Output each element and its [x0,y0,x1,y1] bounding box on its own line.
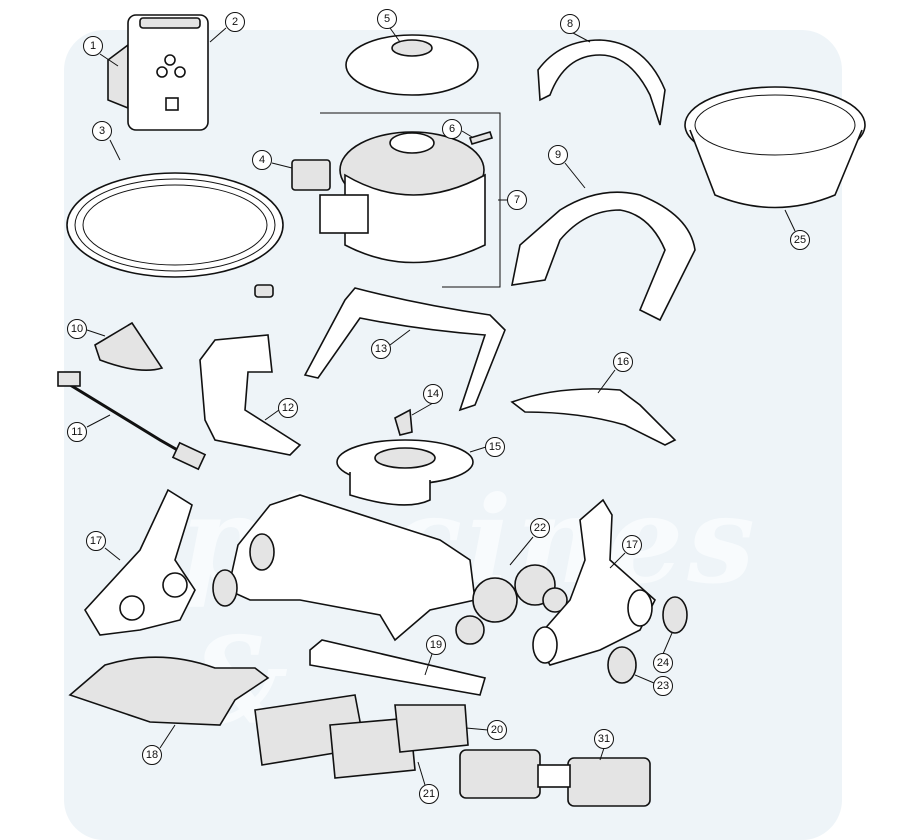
part-25 [684,86,866,209]
part-power-supply [107,14,209,131]
callout-19: 19 [426,635,446,655]
callout-13: 13 [371,339,391,359]
part-4 [291,159,331,191]
callout-16: 16 [613,352,633,372]
part-18 [68,656,270,726]
part-8 [537,39,666,126]
callout-17-left: 17 [86,531,106,551]
part-6 [468,131,494,145]
callout-7: 7 [507,190,527,210]
part-floating-cable [66,172,284,298]
callout-25: 25 [790,230,810,250]
callout-9: 9 [548,145,568,165]
callout-20: 20 [487,720,507,740]
callout-23: 23 [653,676,673,696]
callout-10: 10 [67,319,87,339]
part-15 [336,439,474,506]
part-24 [662,596,688,634]
part-13 [303,287,506,412]
callout-22: 22 [530,518,550,538]
part-16 [510,388,677,446]
callout-15: 15 [485,437,505,457]
part-chassis [212,494,476,642]
part-9 [510,191,696,322]
part-17-right [534,498,656,666]
callout-4: 4 [252,150,272,170]
part-22 [455,564,568,645]
callout-17-right: 17 [622,535,642,555]
part-19 [309,639,487,696]
part-10 [94,321,164,372]
callout-21: 21 [419,784,439,804]
callout-24: 24 [653,653,673,673]
callout-11: 11 [67,422,87,442]
part-5 [345,34,479,96]
callout-5: 5 [377,9,397,29]
part-11-plug [57,371,81,387]
callout-8: 8 [560,14,580,34]
part-11 [61,378,196,462]
part-motor [319,131,486,264]
part-17-left [84,488,196,636]
callout-31: 31 [594,729,614,749]
part-23 [607,646,637,684]
callout-2: 2 [225,12,245,32]
callout-14: 14 [423,384,443,404]
callout-12: 12 [278,398,298,418]
callout-6: 6 [442,119,462,139]
callout-3: 3 [92,121,112,141]
part-12 [199,334,302,456]
part-14 [394,408,413,436]
callout-18: 18 [142,745,162,765]
callout-1: 1 [83,36,103,56]
part-brushes [254,694,469,779]
part-31 [459,749,651,807]
leader-lines [86,27,796,786]
